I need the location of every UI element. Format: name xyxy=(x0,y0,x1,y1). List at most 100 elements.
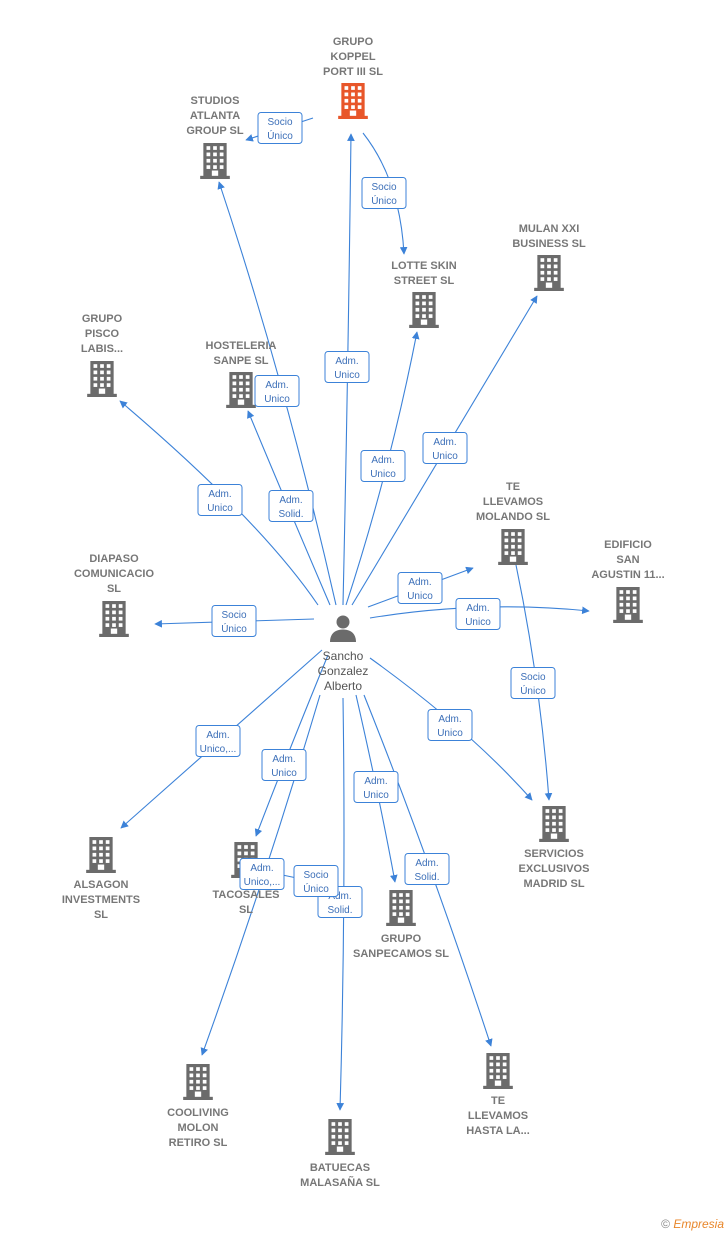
edge-label-box[interactable] xyxy=(211,605,257,637)
edge-label-sancho-to-koppel[interactable]: Adm.Unico xyxy=(324,351,370,383)
edge-label-box[interactable] xyxy=(257,112,303,144)
edge-label-sancho-to-pisco[interactable]: Adm.Unico xyxy=(197,484,243,516)
edge-label-box[interactable] xyxy=(261,749,307,781)
edge-label-text: Unico xyxy=(370,469,396,480)
node-label-line: LABIS... xyxy=(81,343,123,355)
edge-label-text: Adm. xyxy=(408,577,431,588)
node-label-line: GRUPO xyxy=(333,36,374,48)
edge-label-box[interactable] xyxy=(254,375,300,407)
person-icon[interactable] xyxy=(330,615,356,643)
edge-label-box[interactable] xyxy=(268,490,314,522)
edge-label-box[interactable] xyxy=(427,709,473,741)
edge-label-box[interactable] xyxy=(361,177,407,209)
edge-label-text: Adm. xyxy=(328,891,351,902)
node-label-line: MALASAÑA SL xyxy=(300,1176,380,1189)
edge-label-sancho-to-atlanta[interactable]: Adm.Solid. xyxy=(268,490,314,522)
edge-label-box[interactable] xyxy=(360,450,406,482)
edge-label-text: Unico,... xyxy=(200,744,237,755)
edge-label-box[interactable] xyxy=(422,432,468,464)
building-icon[interactable] xyxy=(99,601,129,637)
edge-label-text: Unico xyxy=(407,591,433,602)
building-icon[interactable] xyxy=(409,292,439,328)
node-label-line: SL xyxy=(239,904,253,916)
edge-label-text: Adm. xyxy=(265,380,288,391)
edge-label-sancho-to-molando[interactable]: Adm. Unico xyxy=(397,572,443,604)
node-label-line: HOSTELERIA xyxy=(206,340,277,352)
edge-label-box[interactable] xyxy=(455,598,501,630)
edge-label-text: Adm. xyxy=(208,489,231,500)
edge-label-sancho-to-sanpecamos[interactable]: Adm.Unico xyxy=(353,771,399,803)
edge-label-sancho-to-alsagon[interactable]: Adm.Unico,... xyxy=(195,725,241,757)
edge-label-text: Adm. xyxy=(438,714,461,725)
node-label-line: MOLANDO SL xyxy=(476,511,550,523)
building-icon[interactable] xyxy=(386,890,416,926)
edge-label-box[interactable] xyxy=(353,771,399,803)
node-label-line: MADRID SL xyxy=(523,878,584,890)
edge-label-sancho-to-mulan[interactable]: Adm.Unico xyxy=(422,432,468,464)
edge-label-text: Adm. xyxy=(466,603,489,614)
edge-label-box[interactable] xyxy=(197,484,243,516)
building-icon[interactable] xyxy=(613,587,643,623)
node-label-line: Alberto xyxy=(324,679,362,693)
edge-label-box[interactable] xyxy=(397,572,443,604)
edge-label-sancho-to-sanpe[interactable]: Adm.Unico xyxy=(254,375,300,407)
node-label-line: RETIRO SL xyxy=(169,1137,228,1149)
edge-sancho-to-tacosales xyxy=(254,654,329,837)
building-icon[interactable] xyxy=(498,529,528,565)
edge-label-text: Socio xyxy=(267,117,292,128)
building-icon[interactable] xyxy=(87,361,117,397)
building-icon[interactable] xyxy=(200,143,230,179)
edge-label-sancho-to-lotte[interactable]: Adm.Unico xyxy=(360,450,406,482)
building-icon[interactable] xyxy=(226,372,256,408)
building-icon[interactable] xyxy=(325,1119,355,1155)
footer-brand[interactable]: © Empresia xyxy=(661,1217,724,1231)
node-label-line: GRUPO xyxy=(381,933,422,945)
edge-label-box[interactable] xyxy=(239,858,285,890)
building-icon[interactable] xyxy=(338,83,368,119)
edge-label-text: Unico xyxy=(334,370,360,381)
node-label-line: TE xyxy=(506,481,520,493)
edge-label-sancho-to-hastala[interactable]: Adm.Solid. xyxy=(404,853,450,885)
node-label-line: EXCLUSIVOS xyxy=(519,863,590,875)
edge-label-box[interactable] xyxy=(195,725,241,757)
edge-label-box[interactable] xyxy=(324,351,370,383)
edge-label-text: Adm. xyxy=(250,863,273,874)
edge-label-text: Adm. xyxy=(279,495,302,506)
node-label-line: TE xyxy=(491,1095,505,1107)
edge-label-sancho-to-exclusivos[interactable]: Adm.Unico xyxy=(427,709,473,741)
edge-label-box[interactable] xyxy=(293,865,339,897)
building-icon[interactable] xyxy=(86,837,116,873)
building-icon[interactable] xyxy=(534,255,564,291)
edge-label-sancho-to-tacosales[interactable]: Adm.Unico xyxy=(261,749,307,781)
edge-label-box[interactable] xyxy=(510,667,556,699)
node-pisco[interactable]: GRUPOPISCOLABIS... xyxy=(81,313,123,397)
edge-label-sancho-to-cooliving[interactable]: Adm.Unico,... xyxy=(239,858,285,890)
copyright-symbol: © xyxy=(661,1217,670,1231)
edge-label-sancho-to-agustin[interactable]: Adm.Unico xyxy=(455,598,501,630)
building-icon[interactable] xyxy=(183,1064,213,1100)
building-icon[interactable] xyxy=(539,806,569,842)
building-icon[interactable] xyxy=(483,1053,513,1089)
edge-label-box[interactable] xyxy=(404,853,450,885)
